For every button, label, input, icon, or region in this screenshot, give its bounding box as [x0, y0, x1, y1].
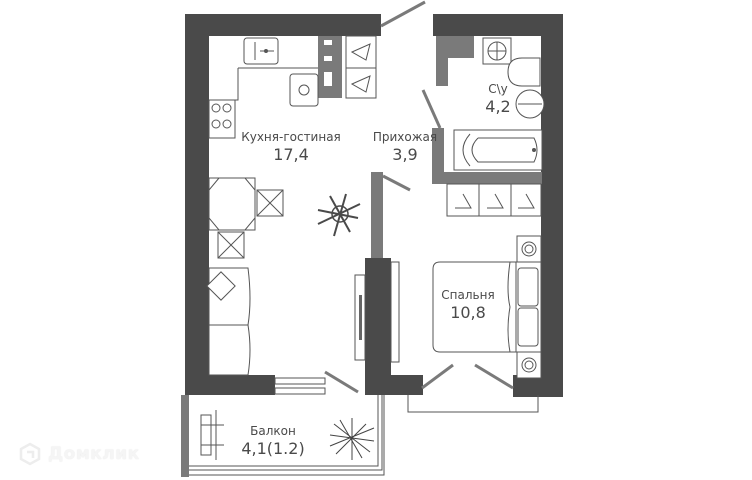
- watermark: Домклик: [18, 442, 140, 466]
- wardrobe: [446, 183, 542, 217]
- room-name: Кухня-гостиная: [241, 130, 341, 144]
- bathroom-fixtures: [453, 37, 545, 171]
- watermark-text: Домклик: [48, 444, 140, 464]
- room-name: С\у: [488, 82, 508, 96]
- room-name: Прихожая: [372, 130, 438, 144]
- room-label-hallway: Прихожая 3,9: [370, 130, 440, 165]
- balcony-plant-icon: [329, 418, 375, 460]
- room-area: 4,2: [485, 97, 511, 116]
- doors: [324, 0, 514, 394]
- plant-icon: [317, 193, 361, 237]
- room-area: 10,8: [450, 303, 486, 322]
- partitions: [318, 36, 542, 258]
- room-label-balcony: Балкон 4,1(1.2): [238, 424, 308, 459]
- dining-set: [208, 177, 284, 259]
- sofa: [206, 267, 251, 376]
- domclick-logo-icon: [19, 442, 41, 466]
- room-label-kitchen-living: Кухня-гостиная 17,4: [236, 130, 346, 165]
- balcony: [189, 377, 539, 476]
- room-name: Спальня: [441, 288, 495, 302]
- room-label-bedroom: Спальня 10,8: [436, 288, 500, 323]
- outer-walls: [181, 14, 563, 477]
- room-name: Балкон: [250, 424, 296, 438]
- room-area: 3,9: [392, 145, 418, 164]
- room-label-bathroom: С\у 4,2: [480, 82, 516, 117]
- room-area: 17,4: [273, 145, 309, 164]
- room-area: 4,1(1.2): [241, 439, 305, 458]
- tv-unit: [354, 261, 400, 363]
- bed: [432, 235, 542, 379]
- kitchen-fixtures: [208, 35, 377, 139]
